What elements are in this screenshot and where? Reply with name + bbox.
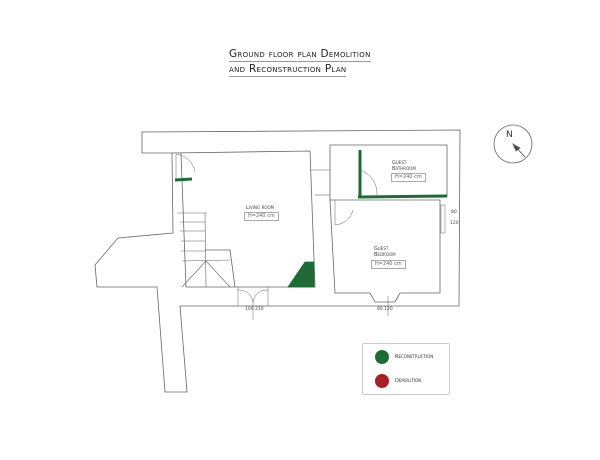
reconstruction-walls bbox=[174, 150, 448, 199]
door-swing-bedroom bbox=[334, 200, 354, 226]
stairs bbox=[177, 212, 231, 288]
legend-item-reconstruction: Reconstruction bbox=[375, 350, 433, 364]
demolition-swatch-icon bbox=[375, 374, 389, 388]
bathroom-label-1: Guest bbox=[392, 160, 407, 166]
reconstruction-swatch-icon bbox=[375, 350, 389, 364]
reconstruction-corner bbox=[287, 261, 315, 288]
side-window bbox=[440, 204, 446, 234]
living-room-label: Living room bbox=[246, 205, 275, 211]
north-label: N bbox=[506, 130, 513, 140]
door-swing-hall bbox=[175, 153, 196, 180]
bedroom-label-1: Guest bbox=[374, 246, 389, 252]
plan-title-line2: and Reconstruction Plan bbox=[229, 63, 347, 77]
legend-label: Reconstruction bbox=[395, 354, 434, 360]
entrance-dimension: 100 210 bbox=[245, 307, 264, 312]
entrance-doors bbox=[237, 287, 269, 306]
legend-item-demolition: Demolition bbox=[375, 374, 421, 388]
outer-wall bbox=[94, 129, 461, 393]
bathroom-height: H=240 cm bbox=[391, 173, 426, 182]
bathroom-wall bbox=[329, 144, 448, 200]
living-room-height: H=240 cm bbox=[244, 212, 279, 221]
bedroom-window-dimension: 80 120 bbox=[377, 307, 393, 312]
side-window-dimension-1: 80 bbox=[451, 210, 457, 215]
bedroom-wall bbox=[329, 199, 441, 303]
legend: Reconstruction Demolition bbox=[362, 343, 450, 395]
bedroom-height: H=240 cm bbox=[371, 260, 406, 269]
plan-title-line1: Ground floor plan Demolition bbox=[229, 48, 371, 62]
bedroom-label-2: Bedroom bbox=[374, 252, 396, 258]
north-arrow-icon bbox=[493, 124, 533, 164]
legend-label: Demolition bbox=[395, 378, 422, 384]
side-window-dimension-2: 120 bbox=[450, 221, 459, 226]
stair-wall bbox=[180, 152, 236, 288]
living-room-wall bbox=[171, 150, 316, 288]
door-swing-bathroom bbox=[359, 169, 378, 196]
bathroom-label-2: Bathroom bbox=[392, 166, 416, 172]
